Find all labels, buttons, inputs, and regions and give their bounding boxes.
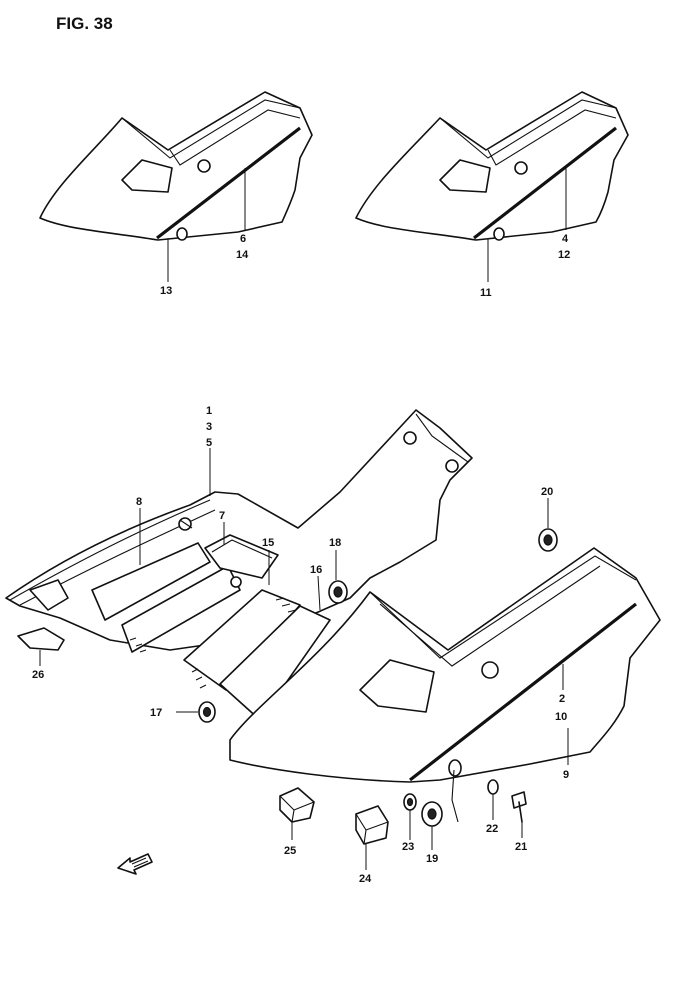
- hardware: [17, 528, 558, 845]
- callout-10: 10: [555, 711, 567, 723]
- callout-19: 19: [426, 853, 438, 865]
- callout-22: 22: [486, 823, 498, 835]
- callout-21: 21: [515, 841, 527, 853]
- callout-14: 14: [236, 249, 249, 261]
- callout-23: 23: [402, 841, 414, 853]
- callout-5: 5: [206, 437, 212, 449]
- callout-2: 2: [559, 693, 565, 705]
- inner-panels: [91, 534, 331, 721]
- callout-9: 9: [563, 769, 569, 781]
- side-cover-right-large: [229, 547, 661, 823]
- figure-title: FIG. 38: [56, 14, 113, 33]
- leaders-lower: [39, 448, 569, 870]
- callout-17: 17: [150, 707, 162, 719]
- callout-11: 11: [480, 287, 492, 299]
- callout-7: 7: [219, 510, 225, 522]
- callout-13: 13: [160, 285, 172, 297]
- callout-3: 3: [206, 421, 212, 433]
- front-arrow-icon: [117, 853, 153, 875]
- side-cover-left-small: [39, 91, 313, 241]
- callout-12: 12: [558, 249, 570, 261]
- side-cover-right-small: [355, 91, 629, 241]
- callout-1: 1: [206, 405, 212, 417]
- callout-16: 16: [310, 564, 322, 576]
- callout-20: 20: [541, 486, 553, 498]
- callout-6: 6: [240, 233, 246, 245]
- callout-15: 15: [262, 537, 274, 549]
- callout-8: 8: [136, 496, 142, 508]
- callout-18: 18: [329, 537, 341, 549]
- callout-26: 26: [32, 669, 44, 681]
- callout-24: 24: [359, 873, 372, 885]
- callout-25: 25: [284, 845, 296, 857]
- callout-4: 4: [562, 233, 569, 245]
